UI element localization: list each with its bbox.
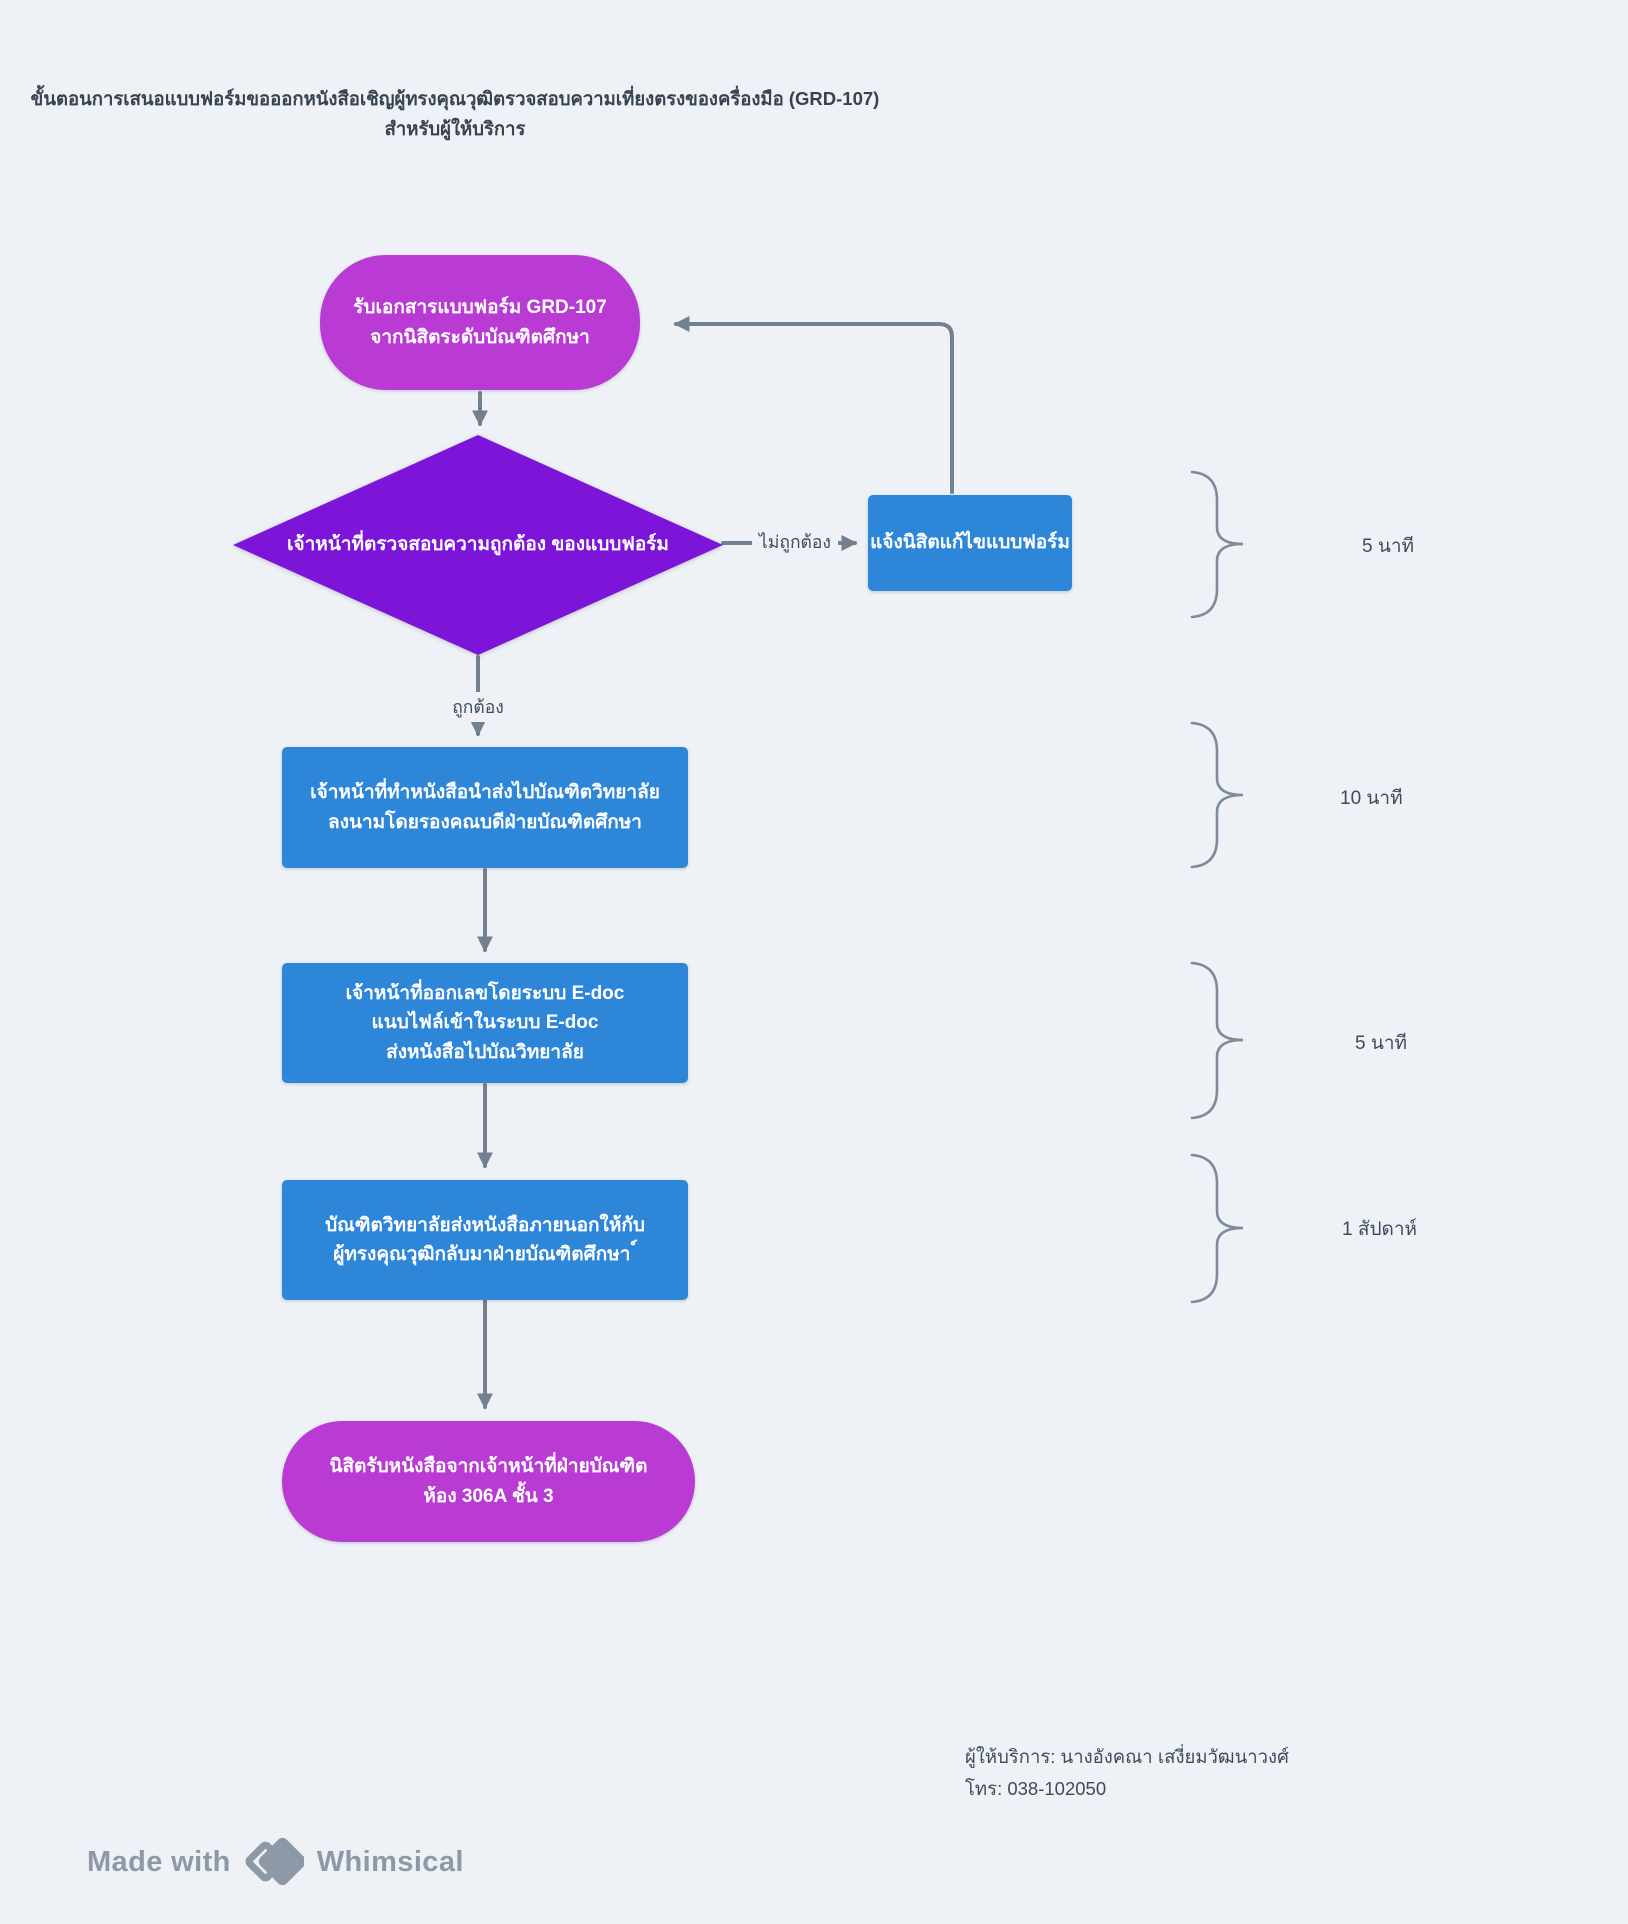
duration-label-2: 5 นาที [1355,1033,1408,1054]
node-prepare-letter-label: เจ้าหน้าที่ทำหนังสือนำส่งไปบัณฑิตวิทยาลั… [310,782,660,833]
duration-label-0: 5 นาที [1362,536,1415,557]
node-edoc-register: เจ้าหน้าที่ออกเลขโดยระบบ E-doc แนบไฟล์เข… [282,963,688,1083]
brand-name-text: Whimsical [316,1845,464,1878]
contact-info: ผู้ให้บริการ: นางอังคณา เสงี่ยมวัฒนาวงศ์… [965,1741,1289,1806]
node-check-form-decision: เจ้าหน้าที่ตรวจสอบความถูกต้อง ของแบบฟอร์… [233,435,723,655]
node-notify-student-fix: แจ้งนิสิตแก้ไขแบบฟอร์ม [868,495,1072,591]
node-student-receive-label: นิสิตรับหนังสือจากเจ้าหน้าที่ฝ่ายบัณฑิต … [329,1456,648,1507]
node-grad-school-send-label: บัณฑิตวิทยาลัยส่งหนังสือภายนอกให้กับ ผู้… [325,1214,645,1265]
brace-duration-1 [1190,721,1244,869]
page-title: ขั้นตอนการเสนอแบบฟอร์มขอออกหนังสือเชิญผู… [0,84,910,143]
node-notify-student-fix-label: แจ้งนิสิตแก้ไขแบบฟอร์ม [870,532,1070,554]
contact-provider: ผู้ให้บริการ: นางอังคณา เสงี่ยมวัฒนาวงศ์ [965,1746,1289,1767]
duration-label-3: 1 สัปดาห์ [1342,1219,1418,1240]
duration-label-1: 10 นาที [1340,788,1403,809]
node-grad-school-send: บัณฑิตวิทยาลัยส่งหนังสือภายนอกให้กับ ผู้… [282,1180,688,1300]
node-receive-form: รับเอกสารแบบฟอร์ม GRD-107 จากนิสิตระดับบ… [320,255,640,390]
node-student-receive: นิสิตรับหนังสือจากเจ้าหน้าที่ฝ่ายบัณฑิต … [282,1421,695,1542]
brace-duration-3 [1190,1153,1244,1304]
page-title-line1: ขั้นตอนการเสนอแบบฟอร์มขอออกหนังสือเชิญผู… [30,88,880,109]
node-receive-form-label: รับเอกสารแบบฟอร์ม GRD-107 จากนิสิตระดับบ… [353,297,607,348]
made-with-text: Made with [87,1845,231,1878]
decision-diamond: เจ้าหน้าที่ตรวจสอบความถูกต้อง ของแบบฟอร์… [233,435,723,655]
whimsical-branding-link[interactable]: Made with Whimsical [87,1836,464,1888]
node-prepare-letter: เจ้าหน้าที่ทำหนังสือนำส่งไปบัณฑิตวิทยาลั… [282,747,688,868]
whimsical-logo-icon [245,1837,304,1886]
edge-label-invalid: ไม่ถูกต้อง [752,527,838,557]
node-check-form-label: เจ้าหน้าที่ตรวจสอบความถูกต้อง ของแบบฟอร์… [287,534,669,556]
brace-duration-0 [1190,470,1244,619]
contact-phone: โทร: 038-102050 [965,1778,1107,1800]
brace-duration-2 [1190,961,1244,1120]
page-title-line2: สำหรับผู้ให้บริการ [384,117,526,139]
edge-label-valid: ถูกต้อง [445,692,511,722]
node-edoc-register-label: เจ้าหน้าที่ออกเลขโดยระบบ E-doc แนบไฟล์เข… [345,982,625,1063]
